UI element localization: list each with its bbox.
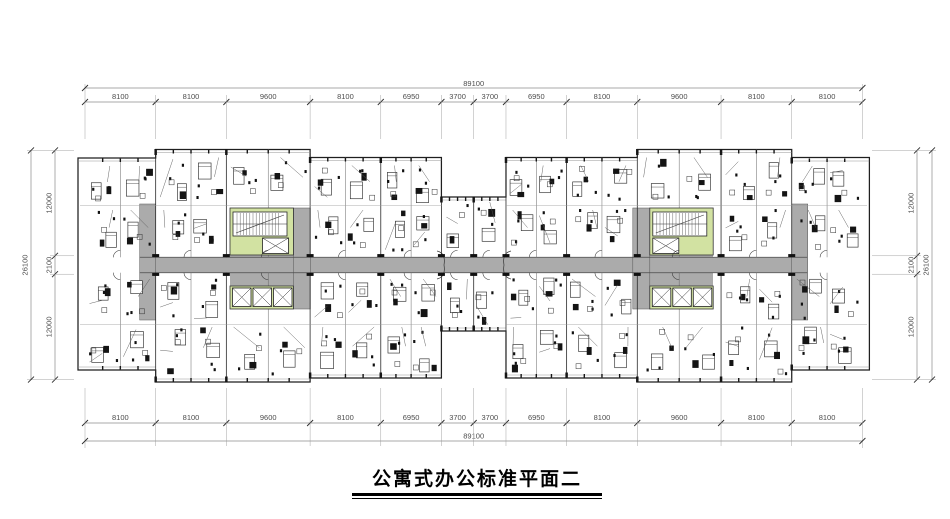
svg-text:2100: 2100: [906, 257, 915, 274]
svg-text:8100: 8100: [183, 413, 200, 422]
svg-text:6950: 6950: [528, 92, 545, 101]
svg-text:8100: 8100: [337, 413, 354, 422]
partition-walls: [80, 149, 867, 382]
svg-text:3700: 3700: [481, 413, 498, 422]
dimension-right: 26100 12000 2100 12000: [872, 147, 936, 383]
svg-text:8100: 8100: [748, 413, 765, 422]
svg-text:8100: 8100: [594, 413, 611, 422]
svg-text:6950: 6950: [403, 413, 420, 422]
core-east: [649, 207, 714, 310]
door-arcs: [113, 250, 828, 280]
furniture-layer: [89, 157, 860, 376]
svg-text:8100: 8100: [748, 92, 765, 101]
svg-text:89100: 89100: [463, 79, 484, 88]
svg-text:3700: 3700: [481, 92, 498, 101]
core-west: [229, 207, 294, 310]
drawing-title-block: 公寓式办公标准平面二: [352, 464, 602, 499]
svg-text:6950: 6950: [403, 92, 420, 101]
svg-text:12000: 12000: [906, 193, 915, 214]
svg-text:9600: 9600: [671, 413, 688, 422]
svg-text:3700: 3700: [449, 413, 466, 422]
svg-text:8100: 8100: [594, 92, 611, 101]
svg-text:8100: 8100: [112, 413, 129, 422]
drawing-title: 公寓式办公标准平面二: [371, 469, 582, 490]
svg-text:2100: 2100: [44, 257, 53, 274]
svg-text:8100: 8100: [112, 92, 129, 101]
svg-text:3700: 3700: [449, 92, 466, 101]
dimension-left: 26100 12000 2100 12000: [20, 147, 74, 383]
svg-text:8100: 8100: [337, 92, 354, 101]
svg-text:12000: 12000: [44, 193, 53, 214]
title-underline-thin: [352, 498, 602, 499]
svg-text:8100: 8100: [183, 92, 200, 101]
svg-text:26100: 26100: [921, 255, 930, 276]
svg-text:12000: 12000: [44, 316, 53, 337]
svg-text:9600: 9600: [260, 92, 277, 101]
title-underline-thick: [352, 493, 602, 496]
structure-marks: [101, 149, 846, 383]
svg-text:26100: 26100: [20, 255, 29, 276]
dimension-top: 89100 8100 8100 9600 8100 6950 3700 3700 6950 810…: [81, 79, 866, 139]
svg-text:8100: 8100: [819, 92, 836, 101]
svg-text:9600: 9600: [260, 413, 277, 422]
svg-text:9600: 9600: [671, 92, 688, 101]
svg-text:6950: 6950: [528, 413, 545, 422]
svg-text:8100: 8100: [819, 413, 836, 422]
svg-text:12000: 12000: [906, 316, 915, 337]
